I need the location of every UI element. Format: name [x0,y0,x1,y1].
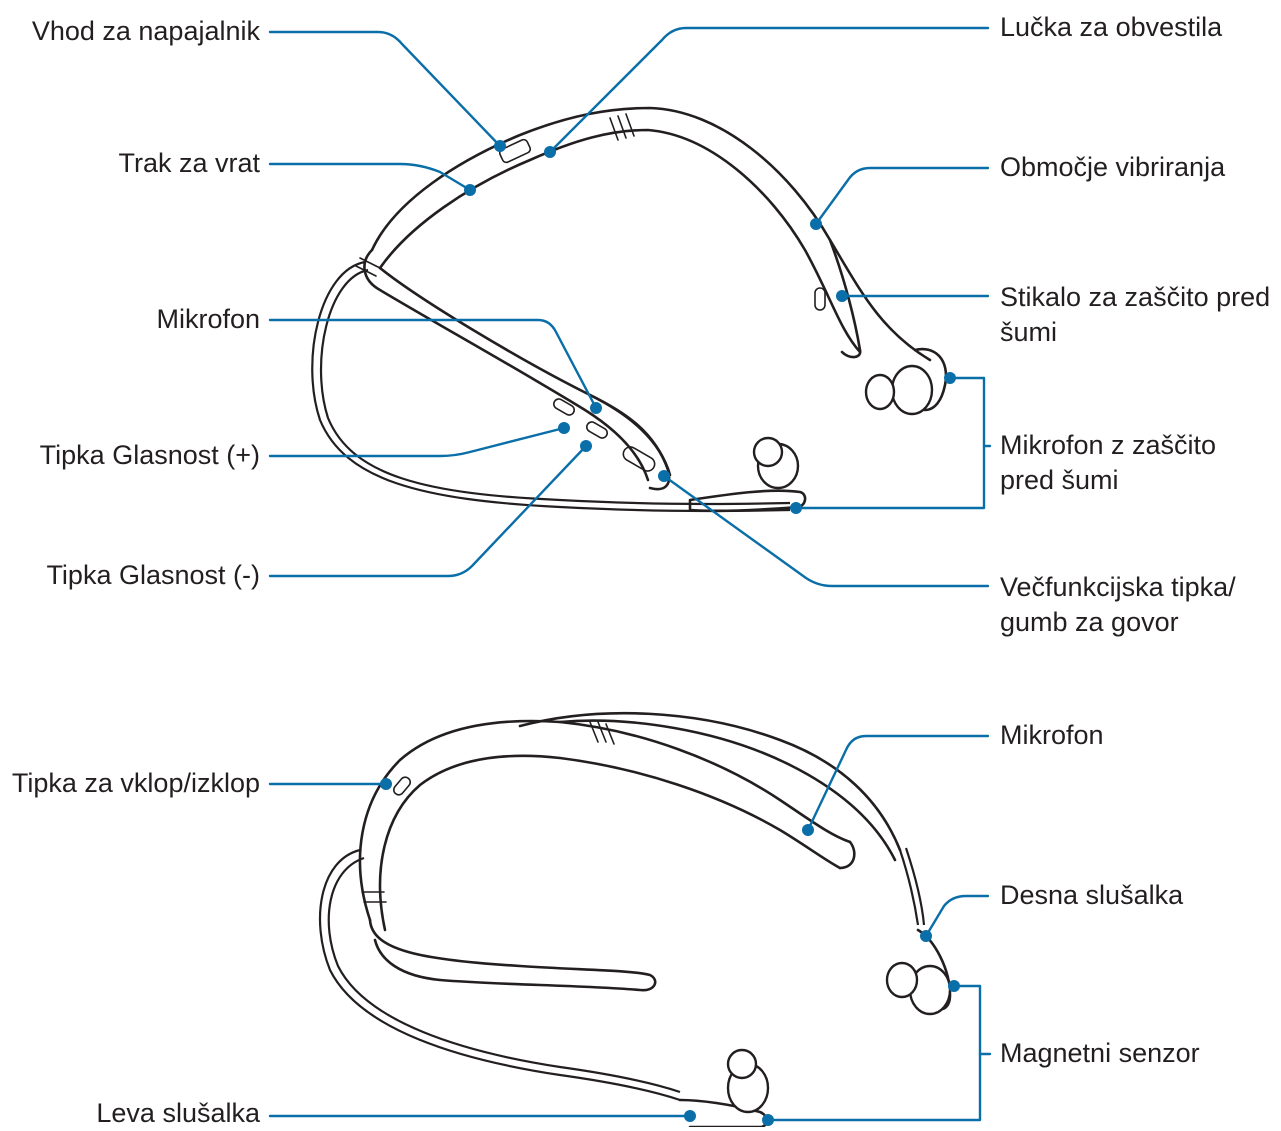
label-multi-function-key-line2: gumb za govor [1000,605,1270,640]
top-headset-illustration [312,108,946,511]
label-notification-light: Lučka za obvestila [1000,10,1222,45]
label-multi-function-key-line1: Večfunkcijska tipka/ [1000,570,1270,605]
label-anc-mic: Mikrofon z zaščito pred šumi [1000,428,1270,498]
label-anc-mic-line2: pred šumi [1000,463,1270,498]
label-right-earbud: Desna slušalka [1000,878,1183,913]
bottom-headset-illustration [320,713,950,1127]
label-multi-function-key: Večfunkcijska tipka/ gumb za govor [1000,570,1270,640]
bottom-cable [320,850,680,1100]
power-key [392,775,413,797]
label-top-mic: Mikrofon [156,302,260,337]
label-volume-up: Tipka Glasnost (+) [40,438,260,473]
label-left-earbud: Leva slušalka [96,1096,260,1131]
anc-switch [815,288,825,310]
label-anc-switch-line1: Stikalo za zaščito pred [1000,280,1276,315]
label-magnetic-sensor: Magnetni senzor [1000,1036,1200,1071]
label-neckband: Trak za vrat [118,146,260,181]
label-anc-switch: Stikalo za zaščito pred šumi [1000,280,1276,350]
label-charger-port: Vhod za napajalnik [32,14,260,49]
bottom-neckband [360,721,850,920]
volume-up-key [552,397,576,417]
label-bottom-mic: Mikrofon [1000,718,1104,753]
top-right-earbud [866,349,946,414]
top-left-earbud [690,438,805,511]
label-anc-mic-line1: Mikrofon z zaščito [1000,428,1270,463]
bottom-right-earbud [887,930,950,1014]
top-cable [312,262,790,511]
leader-lines [270,28,990,1126]
label-power-key: Tipka za vklop/izklop [12,766,260,801]
top-neckband [372,108,930,360]
label-anc-switch-line2: šumi [1000,315,1276,350]
label-volume-down: Tipka Glasnost (-) [46,558,260,593]
label-vibration-area: Območje vibriranja [1000,150,1225,185]
